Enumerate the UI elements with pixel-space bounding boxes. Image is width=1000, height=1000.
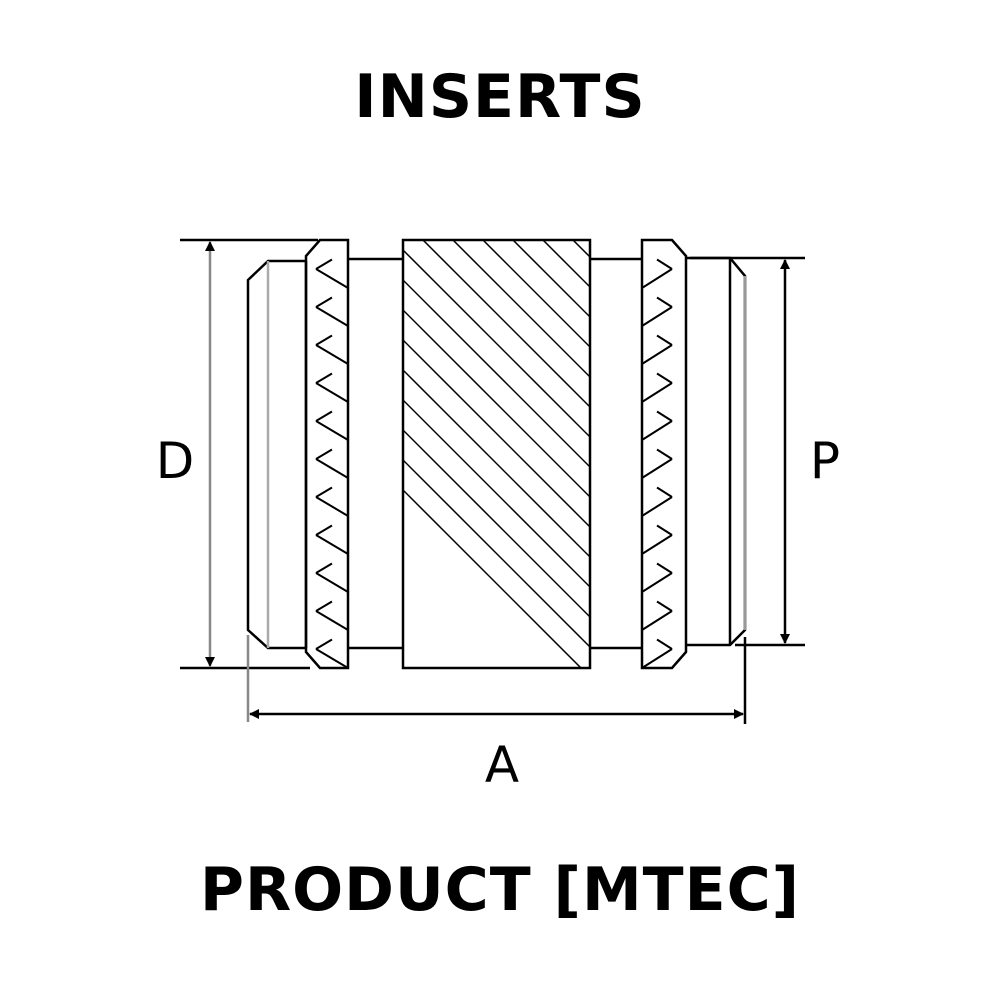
knurl-tooth bbox=[315, 344, 349, 365]
left-knurl-collar bbox=[304, 238, 350, 670]
knurl-tooth bbox=[315, 382, 349, 403]
knurl-tooth bbox=[315, 296, 333, 308]
hatch-line bbox=[643, 40, 1000, 740]
knurl-tooth bbox=[315, 334, 333, 346]
hatch-line bbox=[403, 458, 590, 649]
dimension-a-line bbox=[246, 635, 747, 724]
knurl-tooth bbox=[641, 306, 673, 327]
knurl-tooth bbox=[656, 638, 673, 650]
knurl-tooth bbox=[641, 496, 673, 517]
knurl-tooth bbox=[656, 296, 673, 308]
knurl-tooth bbox=[315, 496, 349, 517]
hatch-line bbox=[523, 40, 1000, 740]
hatch-line bbox=[511, 240, 590, 319]
dimension-p-label: P bbox=[810, 432, 840, 490]
knurl-tooth bbox=[656, 486, 673, 498]
knurl-tooth bbox=[641, 572, 673, 593]
hatch-line bbox=[583, 40, 1000, 740]
knurl-tooth bbox=[315, 268, 349, 289]
knurl-tooth bbox=[641, 382, 673, 403]
knurl-tooth bbox=[315, 448, 333, 460]
knurl-tooth bbox=[315, 638, 333, 650]
knurl-tooth bbox=[656, 562, 673, 574]
product-caption: PRODUCT [MTEC] bbox=[199, 855, 801, 925]
hatch-line bbox=[733, 40, 1000, 740]
hatch-line bbox=[493, 40, 1000, 740]
knurl-tooth bbox=[656, 410, 673, 422]
dimension-d-line bbox=[180, 238, 318, 670]
hatch-line bbox=[883, 40, 1000, 740]
hatch-line bbox=[403, 248, 590, 439]
knurl-tooth bbox=[641, 420, 673, 441]
hatch-line bbox=[613, 40, 1000, 740]
knurl-tooth bbox=[656, 448, 673, 460]
hatch-line bbox=[541, 240, 590, 289]
knurl-tooth bbox=[641, 458, 673, 479]
knurl-tooth bbox=[641, 648, 673, 669]
knurl-tooth bbox=[315, 410, 333, 422]
hatch-line bbox=[451, 240, 590, 379]
hatch-line bbox=[403, 488, 583, 668]
hatch-line bbox=[823, 40, 1000, 740]
hatch-line bbox=[403, 338, 590, 529]
knurl-tooth bbox=[656, 524, 673, 536]
knurl-tooth bbox=[641, 610, 673, 631]
hatch-line bbox=[403, 428, 590, 619]
knurl-tooth bbox=[315, 306, 349, 327]
hatch-line bbox=[403, 308, 590, 499]
hatch-line bbox=[403, 278, 590, 469]
knurl-tooth bbox=[315, 600, 333, 612]
hatch-line bbox=[433, 40, 1000, 740]
knurl-tooth bbox=[315, 420, 349, 441]
knurl-tooth bbox=[315, 524, 333, 536]
dimension-p-line bbox=[690, 256, 805, 647]
knurl-tooth bbox=[656, 334, 673, 346]
knurl-tooth bbox=[315, 648, 349, 669]
dimension-a-label: A bbox=[485, 736, 519, 794]
hatch-line bbox=[403, 398, 590, 589]
knurl-tooth bbox=[656, 372, 673, 384]
hatch-line bbox=[673, 40, 1000, 740]
right-pilot bbox=[686, 256, 747, 647]
center-body-section bbox=[401, 238, 592, 670]
hatch-line bbox=[703, 40, 1000, 740]
knurl-tooth bbox=[641, 268, 673, 289]
diagram-title: INSERTS bbox=[354, 62, 646, 132]
knurl-tooth bbox=[641, 534, 673, 555]
knurl-tooth bbox=[656, 258, 673, 270]
knurl-tooth bbox=[315, 458, 349, 479]
hatch-line bbox=[793, 40, 1000, 740]
dimension-d-label: D bbox=[156, 432, 195, 490]
hatch-line bbox=[553, 40, 1000, 740]
knurl-tooth bbox=[315, 372, 333, 384]
knurl-tooth bbox=[641, 344, 673, 365]
knurl-tooth bbox=[315, 562, 333, 574]
knurl-tooth bbox=[315, 486, 333, 498]
hatch-line bbox=[403, 368, 590, 559]
hatch-line bbox=[403, 40, 1000, 740]
knurl-tooth bbox=[656, 600, 673, 612]
knurl-tooth bbox=[315, 534, 349, 555]
knurl-tooth bbox=[315, 258, 333, 270]
knurl-tooth bbox=[315, 610, 349, 631]
hatch-line bbox=[421, 240, 590, 409]
left-pilot bbox=[246, 259, 306, 650]
hatch-line bbox=[853, 40, 1000, 740]
hatch-line bbox=[763, 40, 1000, 740]
hatch-line bbox=[481, 240, 590, 349]
knurl-tooth bbox=[315, 572, 349, 593]
